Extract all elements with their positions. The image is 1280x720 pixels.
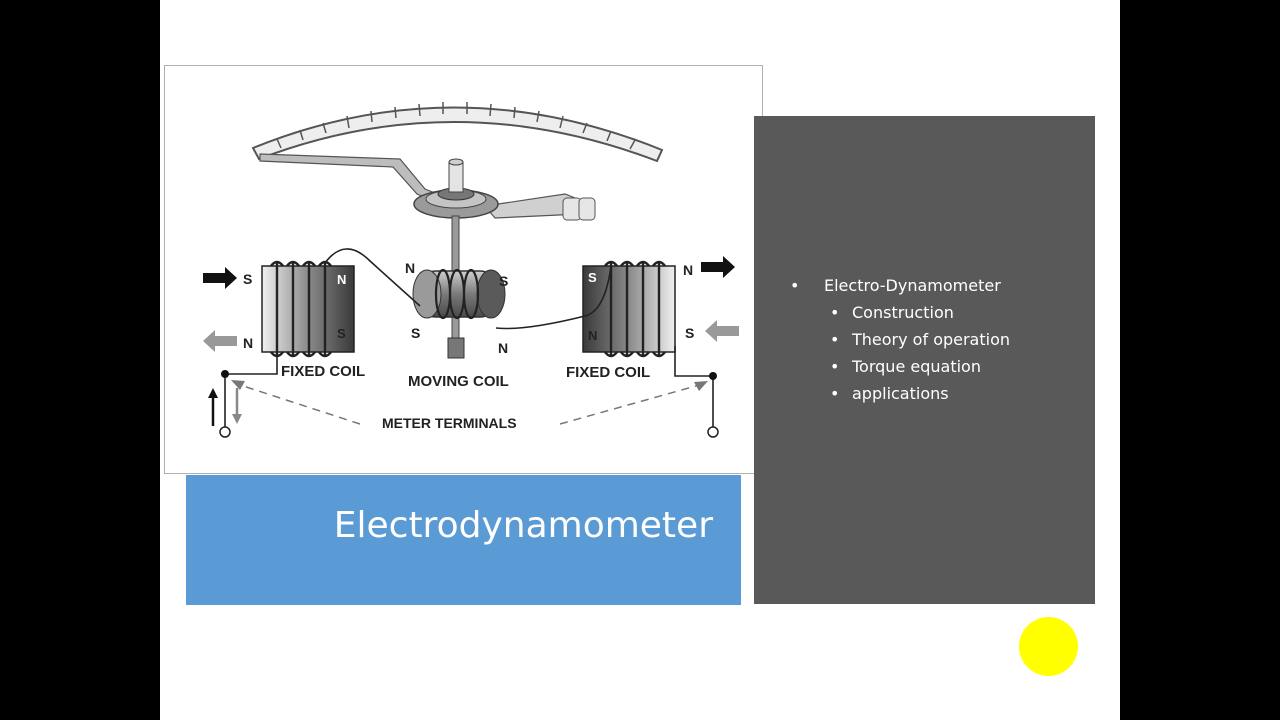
slide: S N N S N S S N S N N S FIXED COIL MOVIN… bbox=[160, 0, 1120, 720]
terminal-junction-left bbox=[221, 370, 229, 378]
pole-left-bottom-inner: S bbox=[337, 326, 346, 341]
pole-moving-top-right: S bbox=[499, 273, 508, 289]
pole-left-bottom-outer: N bbox=[243, 335, 253, 351]
bullet-item: • Construction bbox=[790, 299, 1010, 326]
label-moving-coil: MOVING COIL bbox=[408, 373, 509, 390]
moving-coil bbox=[412, 268, 506, 320]
bullet-text: Construction bbox=[852, 303, 954, 322]
fixed-coil-left bbox=[261, 260, 355, 358]
diagram-svg: S N N S N S S N S N N S FIXED COIL MOVIN… bbox=[203, 102, 739, 438]
bullet-icon: • bbox=[830, 357, 840, 376]
pole-right-top-outer: N bbox=[683, 262, 693, 278]
title-box: Electrodynamometer bbox=[186, 475, 741, 605]
bullet-text: applications bbox=[852, 384, 949, 403]
terminal-leaders bbox=[236, 383, 704, 425]
content-box: • Electro-Dynamometer • Construction • T… bbox=[754, 116, 1095, 604]
meter-scale bbox=[251, 102, 664, 163]
pole-moving-bottom-left: S bbox=[411, 325, 420, 341]
leader-arrow-right bbox=[694, 381, 708, 391]
pole-moving-bottom-right: N bbox=[498, 340, 508, 356]
pole-right-top-inner: S bbox=[588, 270, 597, 285]
pole-right-bottom-outer: S bbox=[685, 325, 694, 341]
label-fixed-coil-right: FIXED COIL bbox=[566, 364, 650, 381]
bullet-item: • Torque equation bbox=[790, 353, 1010, 380]
bullet-icon: • bbox=[830, 330, 840, 349]
bullet-icon: • bbox=[830, 384, 840, 403]
bullet-text: Torque equation bbox=[852, 357, 981, 376]
slide-title: Electrodynamometer bbox=[333, 505, 713, 546]
terminal-left bbox=[219, 426, 231, 438]
bullet-text: Electro-Dynamometer bbox=[824, 276, 1001, 295]
bullet-text: Theory of operation bbox=[852, 330, 1011, 349]
bullet-list: • Electro-Dynamometer • Construction • T… bbox=[790, 272, 1010, 407]
terminal-right bbox=[707, 426, 719, 438]
spring-assembly bbox=[413, 158, 499, 359]
bullet-icon: • bbox=[830, 303, 840, 322]
pole-moving-top-left: N bbox=[405, 260, 415, 276]
flux-arrows bbox=[203, 256, 739, 352]
bullet-item: • Theory of operation bbox=[790, 326, 1010, 353]
label-fixed-coil-left: FIXED COIL bbox=[281, 363, 365, 380]
pole-right-bottom-inner: N bbox=[588, 328, 597, 343]
pole-left-top-inner: N bbox=[337, 272, 346, 287]
leader-arrow-left bbox=[231, 380, 245, 390]
pole-left-top-outer: S bbox=[243, 271, 252, 287]
needle bbox=[259, 153, 596, 221]
laser-pointer-dot bbox=[1019, 617, 1078, 676]
current-arrows bbox=[208, 388, 242, 426]
bullet-item: • Electro-Dynamometer bbox=[790, 272, 1010, 299]
terminal-junction-right bbox=[709, 372, 717, 380]
bullet-item: • applications bbox=[790, 380, 1010, 407]
label-meter-terminals: METER TERMINALS bbox=[382, 415, 517, 431]
electrodynamometer-diagram: S N N S N S S N S N N S FIXED COIL MOVIN… bbox=[164, 65, 763, 474]
bullet-icon: • bbox=[790, 276, 800, 295]
fixed-coil-right bbox=[582, 260, 676, 358]
wiring bbox=[224, 248, 714, 428]
